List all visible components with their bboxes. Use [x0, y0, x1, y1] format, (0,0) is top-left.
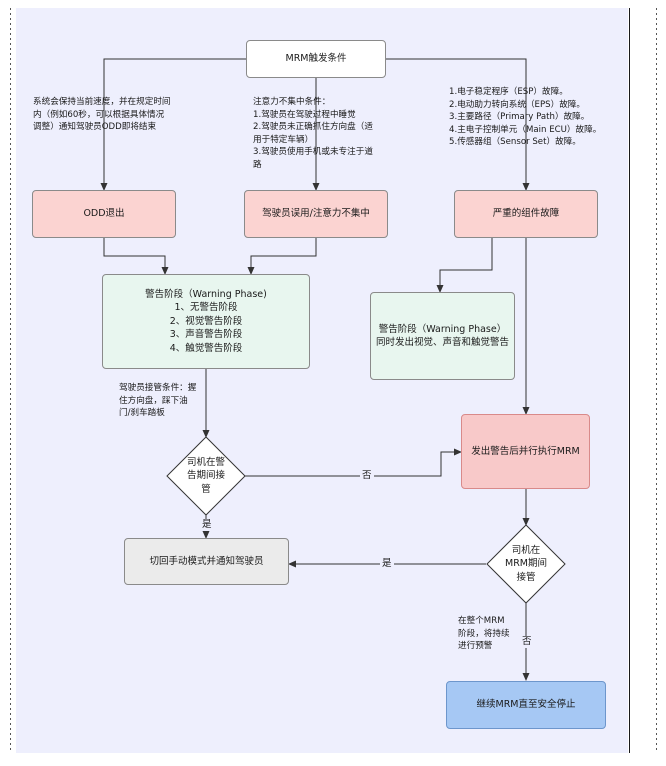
failure-note-line-5: 5.传感器组（Sensor Set）故障。 — [449, 137, 581, 147]
edge-label-no-1: 否 — [360, 470, 374, 482]
warning-note: 在整个MRM 阶段，将持续 进行预警 — [458, 615, 528, 653]
attention-note-line-4: 用于特定车辆） — [253, 134, 314, 145]
edge-driver-warning — [247, 238, 317, 275]
odd-note: 系统会保持当前速度，并在规定时间 内（例如60秒，可以根据具体情况 调整）通知驾… — [33, 96, 201, 134]
edge-label-yes-1: 是 — [200, 519, 214, 531]
trigger-label: MRM触发条件 — [285, 53, 347, 65]
takeover-note-line-1: 驾驶员接管条件：握 — [119, 383, 197, 393]
odd-note-line-3: 调整）通知驾驶员ODD即将结束 — [33, 122, 157, 132]
continue-mrm-node: 继续MRM直至安全停止 — [446, 681, 606, 729]
failure-note-line-4: 4.主电子控制单元（Main ECU）故障。 — [449, 124, 602, 135]
warning-left-line-1: 警告阶段（Warning Phase) — [145, 288, 267, 300]
attention-note-line-1: 注意力不集中条件： — [253, 97, 331, 107]
decision-warning-text: 司机在警 告期间接 管 — [176, 450, 236, 502]
decision-mrm-line-2: MRM期间 — [505, 558, 547, 570]
warning-note-line-1: 在整个MRM — [458, 616, 505, 626]
edge-label-yes-2: 是 — [380, 558, 394, 570]
edge-label-no-2: 否 — [520, 636, 534, 648]
canvas-right-border — [629, 8, 630, 753]
edge-odd-warning — [103, 238, 169, 275]
takeover-note: 驾驶员接管条件：握 住方向盘，踩下油 门/刹车踏板 — [119, 382, 209, 420]
driver-misuse-node: 驾驶员误用/注意力不集中 — [244, 190, 388, 238]
takeover-note-line-3: 门/刹车踏板 — [119, 408, 165, 418]
warning-right-line-2: 同时发出视觉、声音和触觉警告 — [375, 337, 509, 348]
odd-exit-label: ODD退出 — [83, 208, 125, 220]
warning-note-line-3: 进行预警 — [458, 641, 493, 651]
failure-note: 1.电子稳定程序（ESP）故障。 2.电动助力转向系统（EPS）故障。 3.主要… — [449, 86, 627, 149]
continue-mrm-label: 继续MRM直至安全停止 — [476, 699, 576, 711]
component-failure-node: 严重的组件故障 — [454, 190, 598, 238]
attention-note-line-6: 路 — [253, 159, 262, 170]
warning-left-line-4: 3、声音警告阶段 — [169, 329, 243, 341]
warning-right-line-1: 警告阶段（Warning Phase） — [378, 323, 507, 335]
warning-left-line-5: 4、触觉警告阶段 — [169, 342, 243, 354]
component-failure-label: 严重的组件故障 — [492, 208, 560, 220]
right-dashed-guide — [656, 8, 657, 753]
warning-phase-right-node: 警告阶段（Warning Phase） 同时发出视觉、声音和触觉警告 — [370, 292, 515, 380]
takeover-note-line-2: 住方向盘，踩下油 — [119, 395, 188, 406]
decision-warning-line-2: 告期间接 — [186, 470, 225, 482]
edge-trigger-failure — [386, 58, 530, 191]
left-dashed-guide — [10, 8, 11, 753]
warning-phase-left-node: 警告阶段（Warning Phase) 1、无警告阶段 2、视觉警告阶段 3、声… — [102, 274, 310, 369]
failure-note-line-3: 3.主要路径（Primary Path）故障。 — [449, 112, 590, 122]
attention-note: 注意力不集中条件： 1.驾驶员在驾驶过程中睡觉 2.驾驶员未正确抓住方向盘（适 … — [253, 96, 403, 171]
edge-decision-no — [245, 448, 462, 477]
decision-mrm-diamond — [486, 524, 566, 604]
failure-note-line-2: 2.电动助力转向系统（EPS）故障。 — [449, 99, 585, 110]
warning-left-line-2: 1、无警告阶段 — [174, 302, 238, 314]
attention-note-line-2: 1.驾驶员在驾驶过程中睡觉 — [253, 109, 356, 120]
decision-warning-line-1: 司机在警 — [186, 456, 225, 468]
decision-mrm-line-1: 司机在 — [511, 544, 541, 556]
decision-mrm-line-3: 接管 — [516, 571, 536, 583]
odd-exit-node: ODD退出 — [32, 190, 176, 238]
failure-note-line-1: 1.电子稳定程序（ESP）故障。 — [449, 87, 568, 97]
odd-note-line-1: 系统会保持当前速度，并在规定时间 — [33, 97, 171, 107]
manual-mode-label: 切回手动模式并通知驾驶员 — [149, 555, 264, 567]
warning-note-line-2: 阶段，将持续 — [458, 628, 510, 639]
attention-note-line-5: 3.驾驶员使用手机或未专注于道 — [253, 147, 373, 157]
execute-mrm-label: 发出警告后并行执行MRM — [471, 445, 580, 457]
manual-mode-node: 切回手动模式并通知驾驶员 — [124, 538, 289, 585]
odd-note-line-2: 内（例如60秒，可以根据具体情况 — [33, 109, 165, 120]
edge-trigger-odd — [100, 58, 246, 191]
edge-failure-warning — [436, 238, 493, 293]
driver-misuse-label: 驾驶员误用/注意力不集中 — [262, 208, 370, 220]
trigger-node: MRM触发条件 — [246, 40, 386, 78]
attention-note-line-3: 2.驾驶员未正确抓住方向盘（适 — [253, 122, 373, 132]
decision-warning-line-3: 管 — [201, 483, 211, 495]
execute-mrm-node: 发出警告后并行执行MRM — [461, 414, 590, 489]
decision-warning-diamond — [166, 436, 246, 516]
decision-mrm-text: 司机在 MRM期间 接管 — [494, 538, 558, 590]
warning-left-line-3: 2、视觉警告阶段 — [169, 315, 243, 327]
